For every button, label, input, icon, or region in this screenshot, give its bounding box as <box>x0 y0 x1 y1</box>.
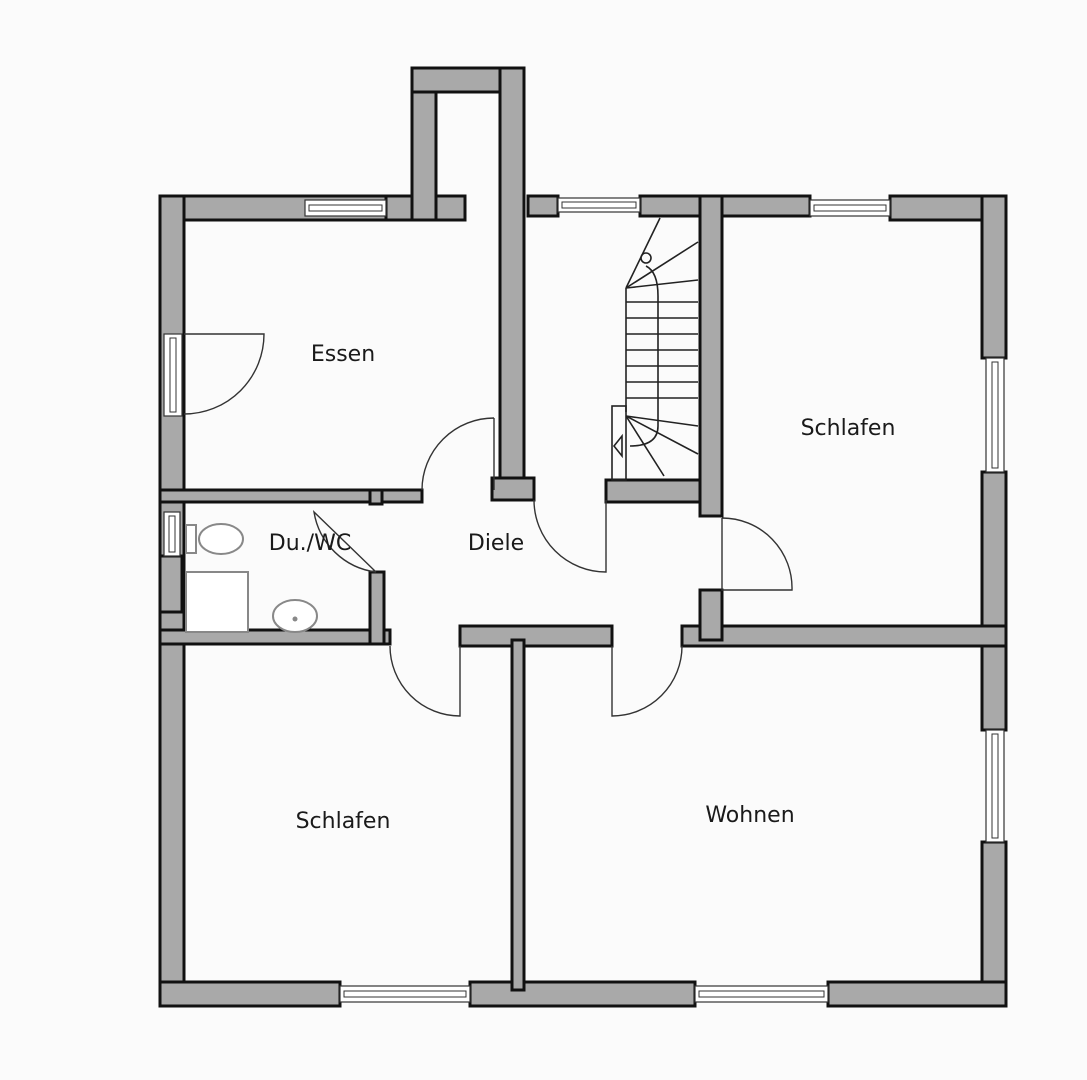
room-label-schlafen-sw: Schlafen <box>296 809 391 834</box>
toilet-icon <box>185 523 244 555</box>
wall-segment <box>468 980 697 1008</box>
walls <box>158 66 1008 1008</box>
wall-segment <box>698 588 724 642</box>
doors <box>183 333 793 717</box>
window-icon <box>304 199 387 217</box>
window-icon <box>557 197 641 213</box>
windows <box>163 197 1005 1003</box>
door-swing-icon <box>421 417 495 491</box>
stair-start-marker-icon <box>640 252 652 264</box>
wall-segment <box>698 194 724 518</box>
room-label-du-wc: Du./WC <box>269 531 351 556</box>
wall-segment <box>980 470 1008 732</box>
window-icon <box>339 985 471 1003</box>
window-icon <box>163 333 183 417</box>
room-label-diele: Diele <box>468 531 524 556</box>
stair-direction-arrow-icon <box>612 433 623 459</box>
room-label-schlafen-ne: Schlafen <box>801 416 896 441</box>
window-icon <box>985 357 1005 473</box>
wall-segment <box>510 638 526 992</box>
wall-segment <box>638 194 812 218</box>
wall-segment <box>158 554 184 614</box>
door-swing-icon <box>721 517 793 591</box>
bathroom-fixtures <box>185 523 318 633</box>
wall-segment <box>158 488 424 504</box>
window-icon <box>694 985 829 1003</box>
door-swing-icon <box>183 333 265 415</box>
wall-segment <box>458 624 614 648</box>
wall-segment <box>158 980 342 1008</box>
wall-segment <box>158 628 392 646</box>
window-icon <box>985 729 1005 843</box>
window-icon <box>809 199 891 217</box>
room-label-wohnen: Wohnen <box>705 803 794 828</box>
door-swing-icon <box>389 645 461 717</box>
wall-segment <box>680 624 1008 648</box>
sink-icon <box>272 599 318 633</box>
shower-tray-icon <box>185 571 249 633</box>
wall-segment <box>368 570 386 646</box>
wall-segment <box>980 840 1008 1008</box>
wall-segment <box>826 980 1008 1008</box>
staircase <box>611 217 699 481</box>
stair-walkline <box>629 265 659 447</box>
wall-segment <box>490 476 536 502</box>
door-swing-icon <box>312 510 377 573</box>
window-icon <box>163 511 181 557</box>
door-swing-icon <box>533 499 607 573</box>
wall-segment <box>368 488 384 506</box>
wall-segment <box>980 194 1008 360</box>
wall-segment <box>526 194 560 218</box>
wall-segment <box>498 66 526 502</box>
room-label-essen: Essen <box>311 342 375 367</box>
door-swing-icon <box>611 645 683 717</box>
